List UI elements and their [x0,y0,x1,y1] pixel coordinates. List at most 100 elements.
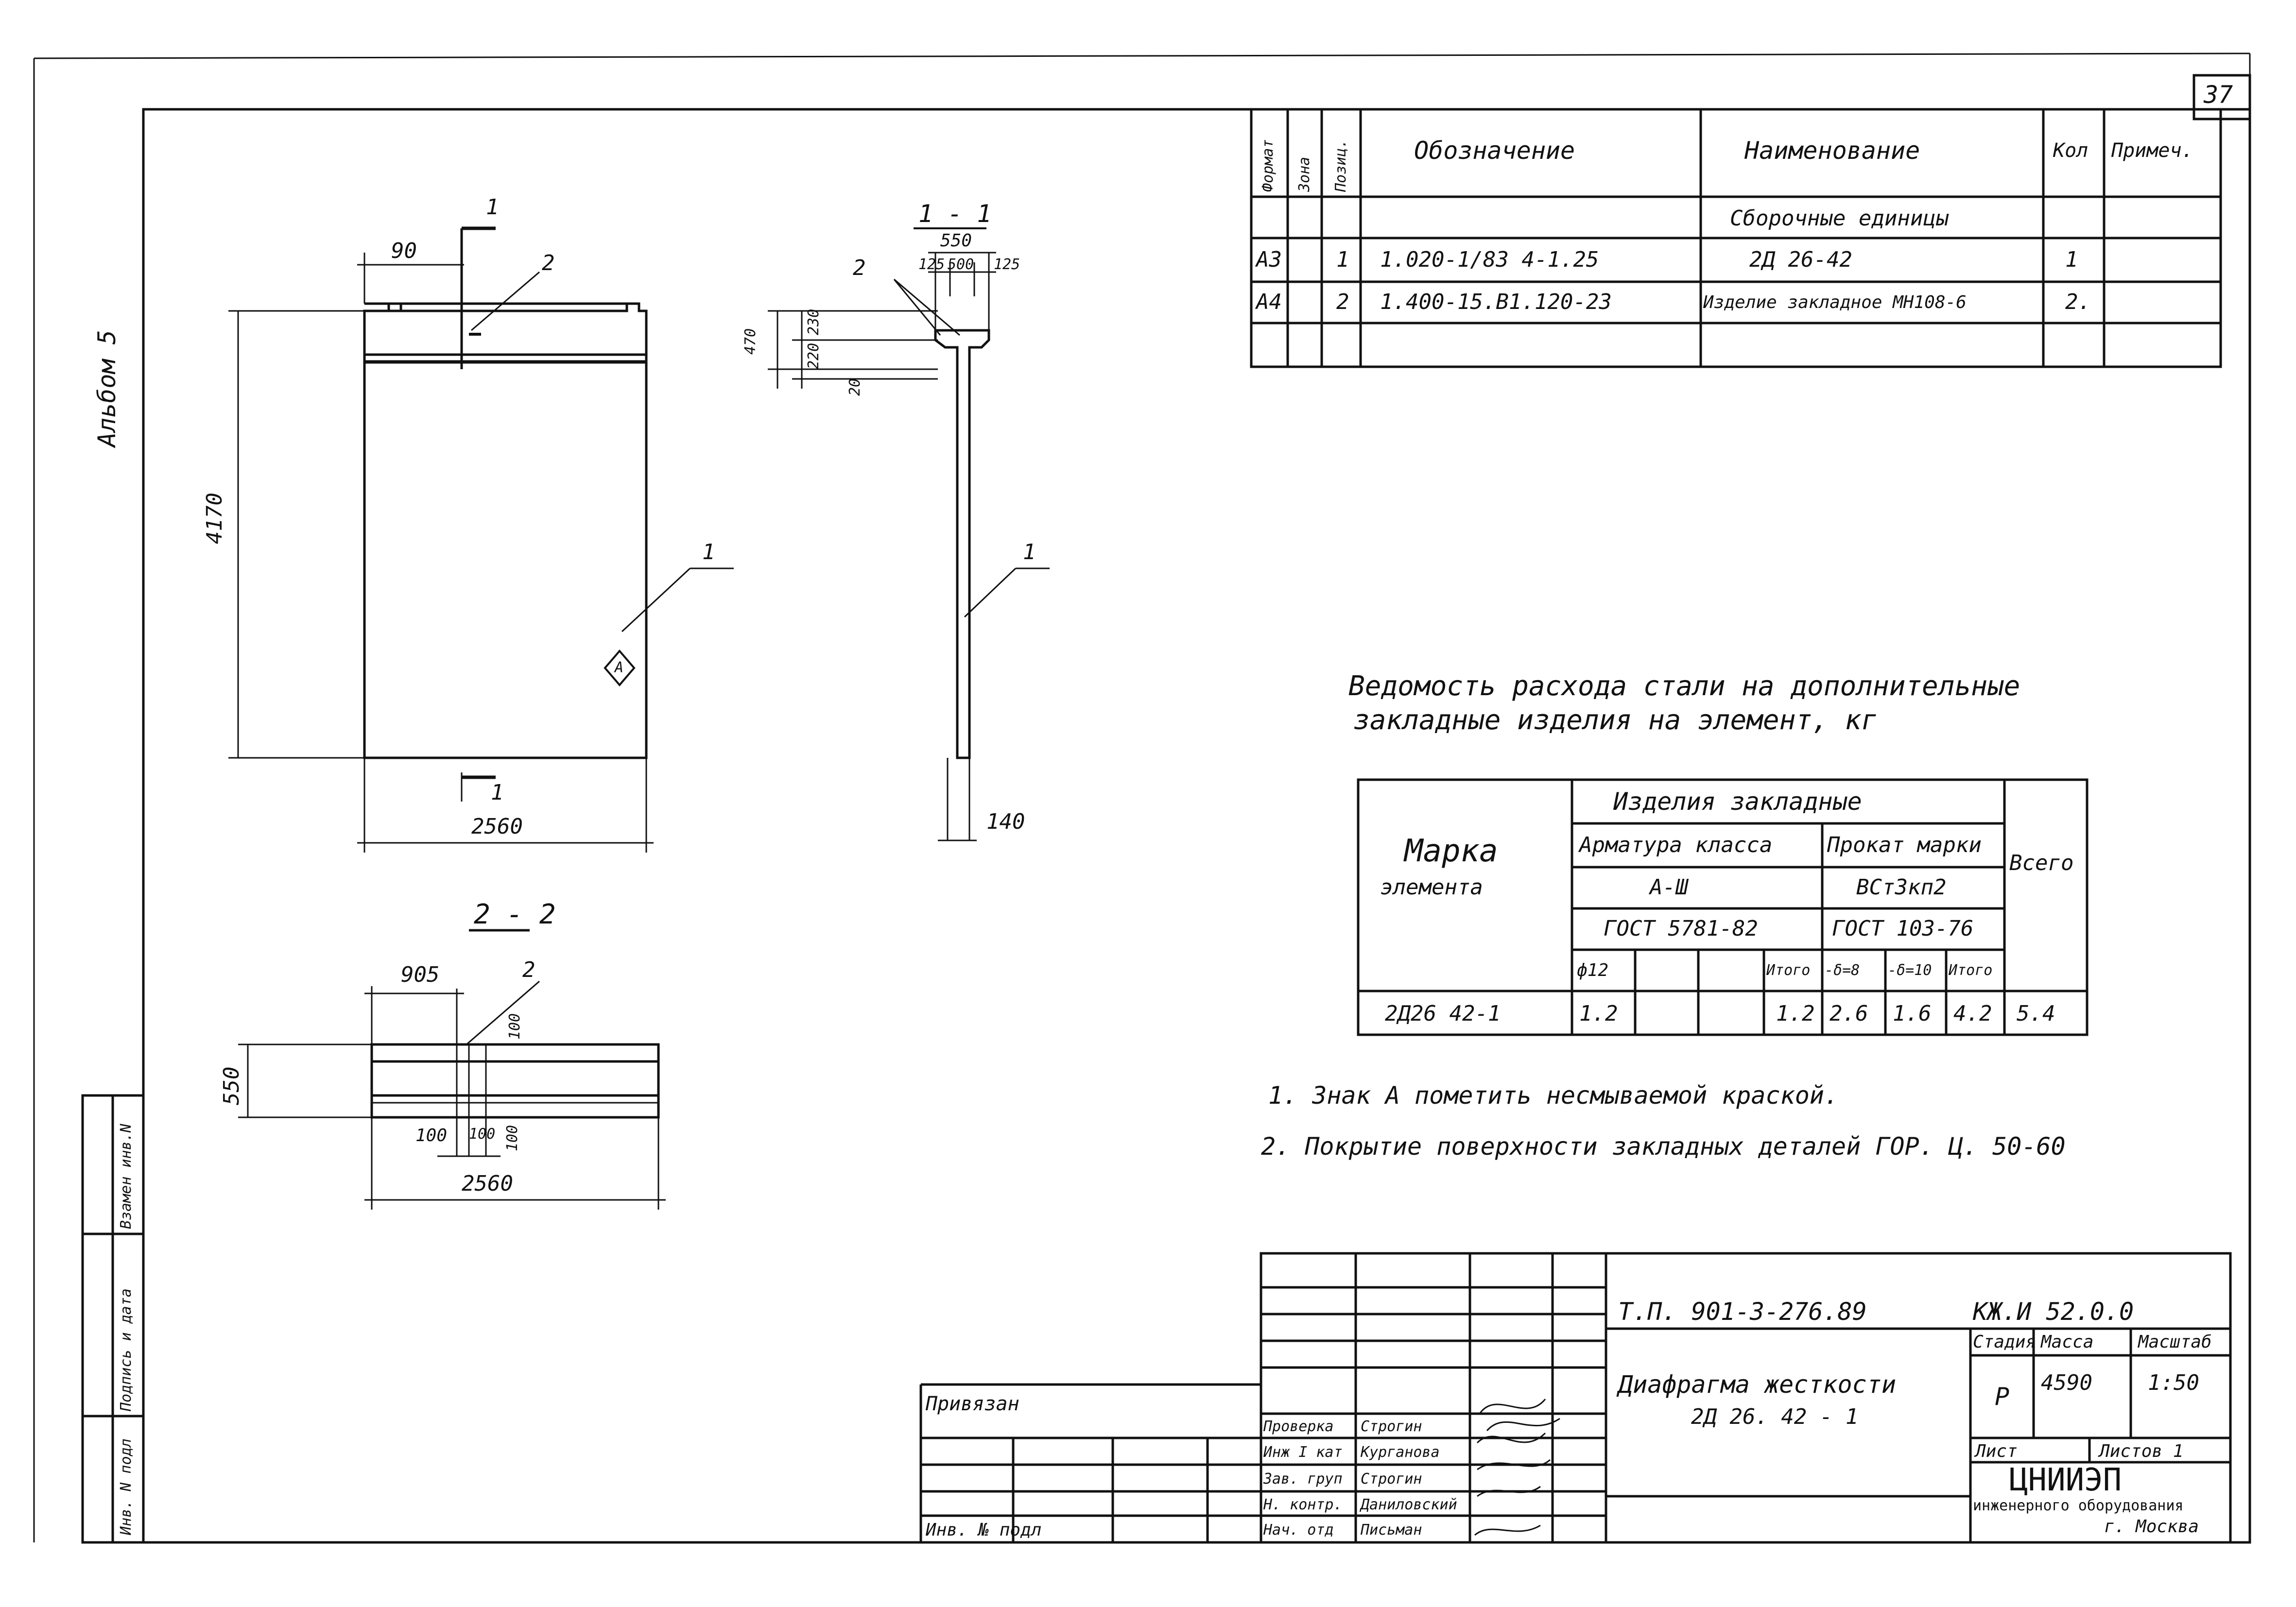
section-2-2-title: 2 - 2 [474,899,556,930]
role-3-name: Строгин [1361,1470,1422,1487]
steel-col-f12: ф12 [1577,960,1609,980]
steel-row-v6: 1.6 [1893,1001,1932,1026]
role-1: Проверка [1263,1418,1334,1435]
section-2-2-dim-550: 550 [219,1066,244,1105]
title-code: Т.П. 901-3-276.89 [1618,1298,1867,1326]
stamp-vzamen-inv: Взамен инв.N [118,1124,135,1229]
note-1: 1. Знак А пометить несмываемой краской. [1268,1081,1839,1110]
spec-header-qty: Кол [2053,139,2089,162]
spec-row1-format: А3 [1256,247,1282,272]
steel-gost-left: ГОСТ 5781-82 [1604,916,1758,941]
title-sheet-code: КЖ.И 52.0.0 [1973,1298,2134,1326]
steel-mark-header-1: Марка [1404,833,1498,869]
role-2-name: Курганова [1361,1444,1440,1461]
steel-row-v7: 4.2 [1953,1001,1992,1026]
section-1-1-callout-2: 2 [853,256,866,280]
title-sheet-header: Лист [1975,1441,2018,1461]
front-section-mark-top: 1 [486,195,499,220]
title-stage-header: Стадия [1973,1332,2037,1352]
spec-row1-pos: 1 [1336,247,1349,272]
title-privyazan: Привязан [926,1393,1019,1415]
spec-header-pos: Позиц. [1332,139,1349,192]
spec-table-lines [1250,108,2222,368]
steel-row-total: 5.4 [2017,1001,2055,1026]
title-block-lines [919,1252,2232,1544]
title-city: г. Москва [2104,1517,2199,1537]
spec-row2-name: Изделие закладное МН108-6 [1703,292,1967,312]
section-1-1-dim-550: 550 [940,231,972,251]
section-1-1-dim-125a: 125 [918,256,945,273]
role-4: Н. контр. [1263,1496,1343,1513]
section-2-2-dim-100a: 100 [415,1126,448,1145]
role-3: Зав. груп [1263,1470,1343,1487]
steel-table-lines [1357,778,2089,1036]
section-1-1-title: 1 - 1 [918,200,992,228]
steel-row-v5: 2.6 [1830,1001,1868,1026]
front-dim-90: 90 [391,239,417,263]
steel-mark-header-2: элемента [1380,875,1483,900]
spec-row2-designation: 1.400-15.В1.120-23 [1380,290,1612,314]
front-callout-2: 2 [542,251,555,275]
section-2-2-dim-905: 905 [401,962,440,987]
role-5-name: Письман [1361,1522,1422,1539]
steel-row-mark: 2Д26 42-1 [1385,1001,1501,1026]
steel-sub-header-right: Прокат марки [1827,833,1982,857]
title-scale-header: Масштаб [2138,1332,2212,1352]
front-callout-1: 1 [702,540,715,564]
spec-row2-pos: 2 [1336,290,1349,314]
title-stage: Р [1995,1383,2010,1411]
section-2-2-dim-100-v: 100 [506,1013,523,1040]
role-5: Нач. отд [1263,1522,1334,1539]
steel-class-left: А-Ш [1650,875,1689,900]
section-1-1-dim-140: 140 [986,809,1025,834]
spec-row1-designation: 1.020-1/83 4-1.25 [1380,247,1599,272]
steel-title-line1: Ведомость расхода стали на дополнительны… [1348,670,2020,702]
section-1-1-callout-1: 1 [1023,540,1036,564]
section-2-2-dim-2560: 2560 [462,1171,513,1196]
steel-col-d8: -δ=8 [1825,962,1860,979]
title-org-sub: инженерного оборудования [1973,1497,2184,1514]
front-section-mark-bottom: 1 [491,780,504,805]
front-view-lines [228,226,734,853]
section-2-2-dim-100c: 100 [504,1125,521,1151]
title-mass-header: Масса [2041,1332,2094,1352]
role-4-name: Даниловский [1361,1496,1457,1513]
spec-header-name: Наименование [1744,137,1920,165]
steel-group-header: Изделия закладные [1613,787,1862,816]
role-2: Инж I кат [1263,1444,1343,1461]
role-1-name: Строгин [1361,1418,1422,1435]
title-line2: 2Д 26. 42 - 1 [1691,1404,1859,1429]
album-label: Альбом 5 [93,330,121,447]
spec-section-assembly: Сборочные единицы [1730,206,1949,231]
section-1-1-dim-230: 230 [805,308,822,335]
sheet-number: 37 [2204,81,2233,109]
stamp-podpis-data: Подпись и дата [118,1288,135,1411]
section-1-1-dim-220: 220 [805,342,822,369]
steel-title-line2: закладные изделия на элемент, кг [1353,704,1878,736]
spec-header-zone: Зона [1296,156,1313,192]
title-org: ЦНИИЭП [2009,1462,2122,1498]
steel-col-itogo-b: Итого [1949,962,1993,979]
note-2: 2. Покрытие поверхности закладных детале… [1261,1132,2066,1161]
section-1-1-dim-20: 20 [846,378,863,396]
spec-header-format: Формат [1260,139,1277,192]
spec-row1-name: 2Д 26-42 [1749,247,1852,272]
steel-col-itogo-a: Итого [1766,962,1811,979]
title-line1: Диафрагма жесткости [1618,1370,1896,1399]
section-2-2-dim-100b: 100 [469,1126,496,1143]
title-sheets-header: Листов 1 [2099,1441,2184,1461]
section-1-1-dim-125b: 125 [994,256,1020,273]
section-2-2-callout-2: 2 [522,957,535,982]
spec-row2-format: А4 [1256,290,1282,314]
spec-header-designation: Обозначение [1414,137,1575,165]
steel-sub-header-left: Арматура класса [1579,833,1773,857]
title-scale: 1:50 [2148,1370,2199,1395]
spec-row2-qty: 2. [2065,290,2091,314]
front-dim-2560: 2560 [471,814,523,839]
spec-header-note: Примеч. [2111,139,2193,162]
section-1-1-lines [768,227,1050,841]
section-1-1-dim-500: 500 [948,256,974,273]
steel-total-header: Всего [2009,851,2074,875]
stamp-inv-podl: Инв. N подл [118,1438,135,1535]
